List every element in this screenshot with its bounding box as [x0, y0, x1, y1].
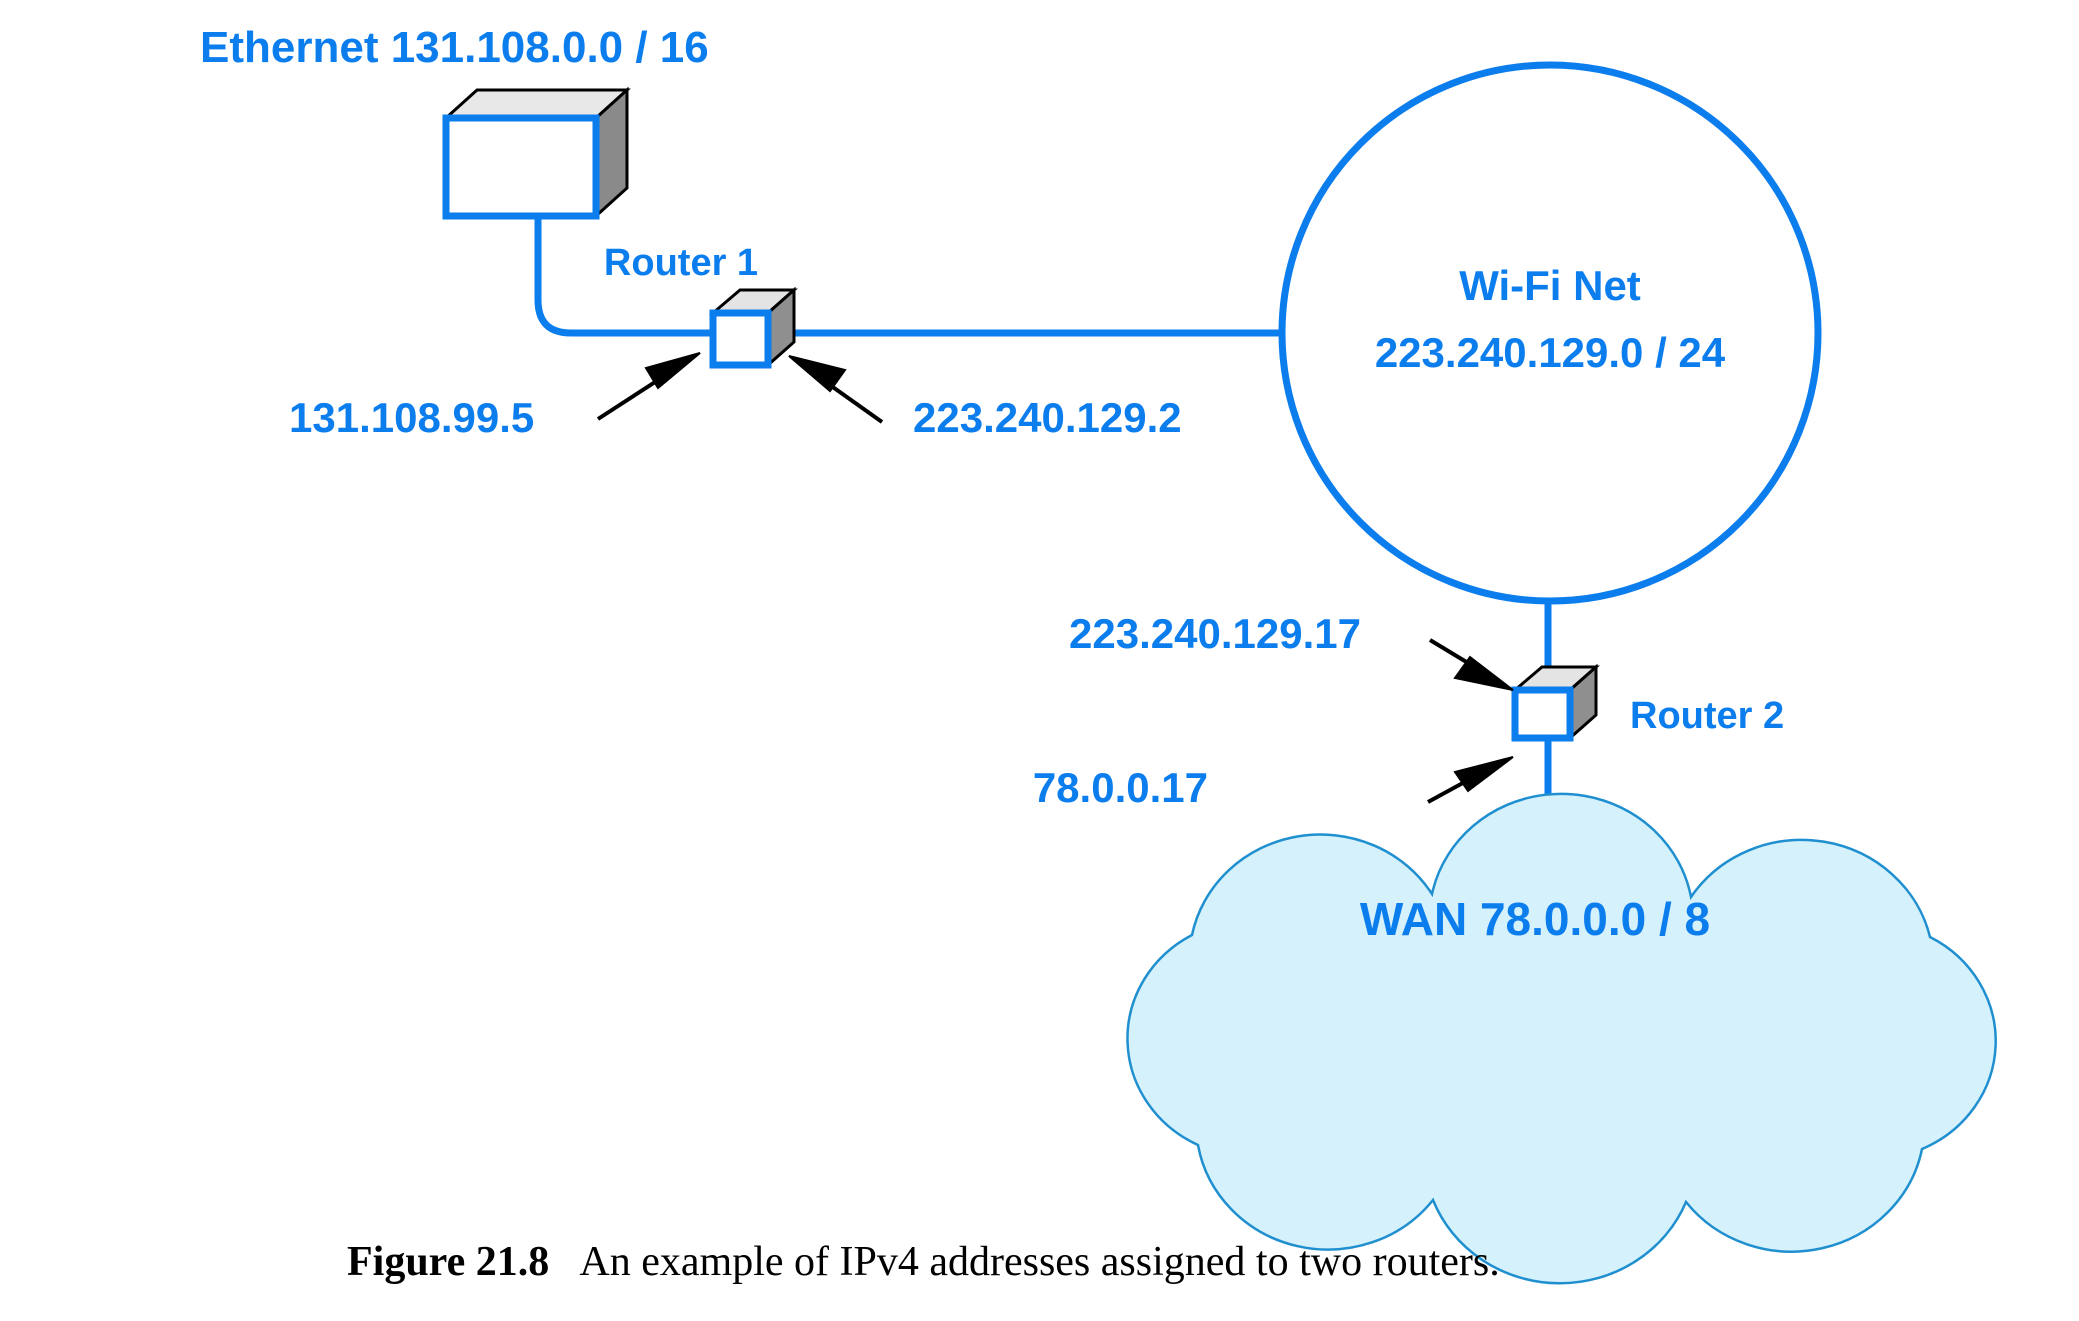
- arrow-head-223-240-129-2: [788, 355, 847, 393]
- router1-right-interface-address: 223.240.129.2: [913, 394, 1182, 441]
- wan-cloud-label: WAN 78.0.0.0 / 8: [1360, 893, 1710, 945]
- router-1-node[interactable]: [708, 286, 798, 369]
- figure-caption-text: An example of IPv4 addresses assigned to…: [579, 1239, 1499, 1285]
- wan-cloud-node[interactable]: WAN 78.0.0.0 / 8: [1126, 792, 1997, 1285]
- wifi-net-circle: [1278, 61, 1822, 605]
- router1-right-interface-arrow: [788, 355, 884, 424]
- lan-box-front-face: [442, 114, 600, 220]
- ethernet-network-label: Ethernet 131.108.0.0 / 16: [200, 23, 709, 72]
- router1-left-interface-arrow: [596, 352, 701, 421]
- router2-top-interface-arrow: [1428, 638, 1514, 691]
- arrow-head-131-108-99-5: [644, 352, 701, 390]
- router-2-label: Router 2: [1630, 695, 1784, 737]
- arrow-head-223-240-129-17: [1453, 655, 1514, 691]
- wifi-net-node[interactable]: Wi-Fi Net 223.240.129.0 / 24: [1278, 61, 1822, 605]
- wire-ethernet-router1: [534, 216, 713, 337]
- figure-caption: Figure 21.8 An example of IPv4 addresses…: [347, 1239, 1500, 1285]
- wan-cloud-shape: [1126, 792, 1997, 1285]
- wifi-net-name: Wi-Fi Net: [1459, 262, 1641, 309]
- link-ethernet-to-router1: [534, 216, 713, 337]
- ethernet-lan-node[interactable]: [442, 86, 631, 220]
- router2-top-interface-address: 223.240.129.17: [1069, 610, 1361, 657]
- router-2-node[interactable]: [1510, 663, 1600, 742]
- figure-caption-label: Figure 21.8: [347, 1239, 549, 1285]
- arrow-head-78-0-0-17: [1453, 756, 1514, 793]
- router1-front-face: [709, 309, 772, 369]
- wifi-net-cidr: 223.240.129.0 / 24: [1375, 329, 1726, 376]
- router-1-label: Router 1: [604, 242, 758, 284]
- router2-front-face: [1511, 686, 1574, 742]
- router2-bottom-interface-arrow: [1427, 756, 1514, 804]
- router2-bottom-interface-address: 78.0.0.17: [1033, 764, 1208, 811]
- router1-left-interface-address: 131.108.99.5: [289, 394, 534, 441]
